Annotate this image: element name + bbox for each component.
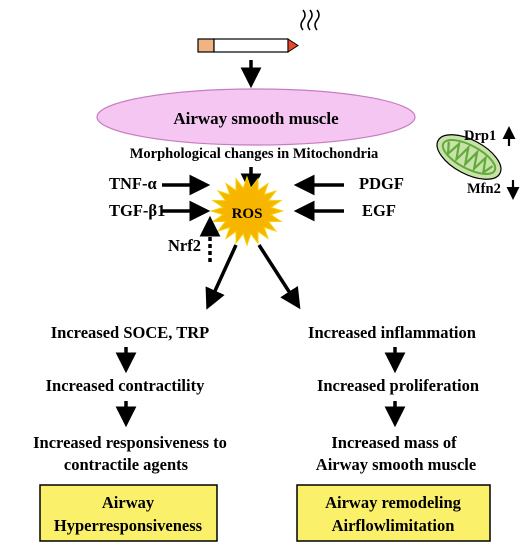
inflammation-label: Increased inflammation bbox=[308, 323, 476, 342]
mass-line1: Increased mass of bbox=[331, 433, 457, 452]
airway-smooth-muscle-label: Airway smooth muscle bbox=[173, 109, 339, 128]
smoke-line-1 bbox=[300, 9, 306, 31]
cigarette-filter bbox=[197, 38, 215, 53]
tnf-alpha-label: TNF-α bbox=[109, 174, 157, 193]
box-right-line2: Airflowlimitation bbox=[332, 516, 455, 535]
mitochondria-changes-label: Morphological changes in Mitochondria bbox=[130, 146, 379, 162]
cigarette-ember bbox=[287, 38, 299, 53]
tgf-beta1-label: TGF-β1 bbox=[109, 201, 165, 220]
responsiveness-line2: contractile agents bbox=[64, 455, 189, 474]
outcome-box-remodeling: Airway remodeling Airflowlimitation bbox=[296, 484, 491, 542]
outcome-box-hyperresponsiveness: Airway Hyperresponsiveness bbox=[39, 484, 218, 542]
cigarette-paper bbox=[213, 38, 289, 53]
arrow-ros-to-inflammation bbox=[257, 244, 301, 310]
nrf2-label: Nrf2 bbox=[168, 236, 201, 255]
smoke-line-2 bbox=[307, 9, 313, 31]
smoke-line-3 bbox=[314, 9, 320, 31]
pdgf-label: PDGF bbox=[359, 174, 404, 193]
proliferation-label: Increased proliferation bbox=[317, 376, 479, 395]
drp1-label: Drp1 bbox=[464, 128, 496, 144]
box-left-line2: Hyperresponsiveness bbox=[54, 516, 203, 535]
contractility-label: Increased contractility bbox=[46, 376, 205, 395]
ros-label: ROS bbox=[232, 206, 263, 222]
box-right-line1: Airway remodeling bbox=[325, 493, 462, 512]
airway-smooth-muscle-ellipse bbox=[96, 88, 416, 146]
soce-trp-label: Increased SOCE, TRP bbox=[51, 323, 209, 342]
responsiveness-line1: Increased responsiveness to bbox=[33, 433, 227, 452]
egf-label: EGF bbox=[362, 201, 396, 220]
cigarette-icon bbox=[197, 9, 320, 53]
mass-line2: Airway smooth muscle bbox=[316, 455, 476, 474]
mfn2-label: Mfn2 bbox=[467, 181, 501, 197]
box-left-line1: Airway bbox=[102, 493, 155, 512]
ros-starburst bbox=[209, 175, 285, 247]
mitochondrion-icon bbox=[436, 134, 502, 180]
arrow-ros-to-soce bbox=[205, 244, 238, 310]
